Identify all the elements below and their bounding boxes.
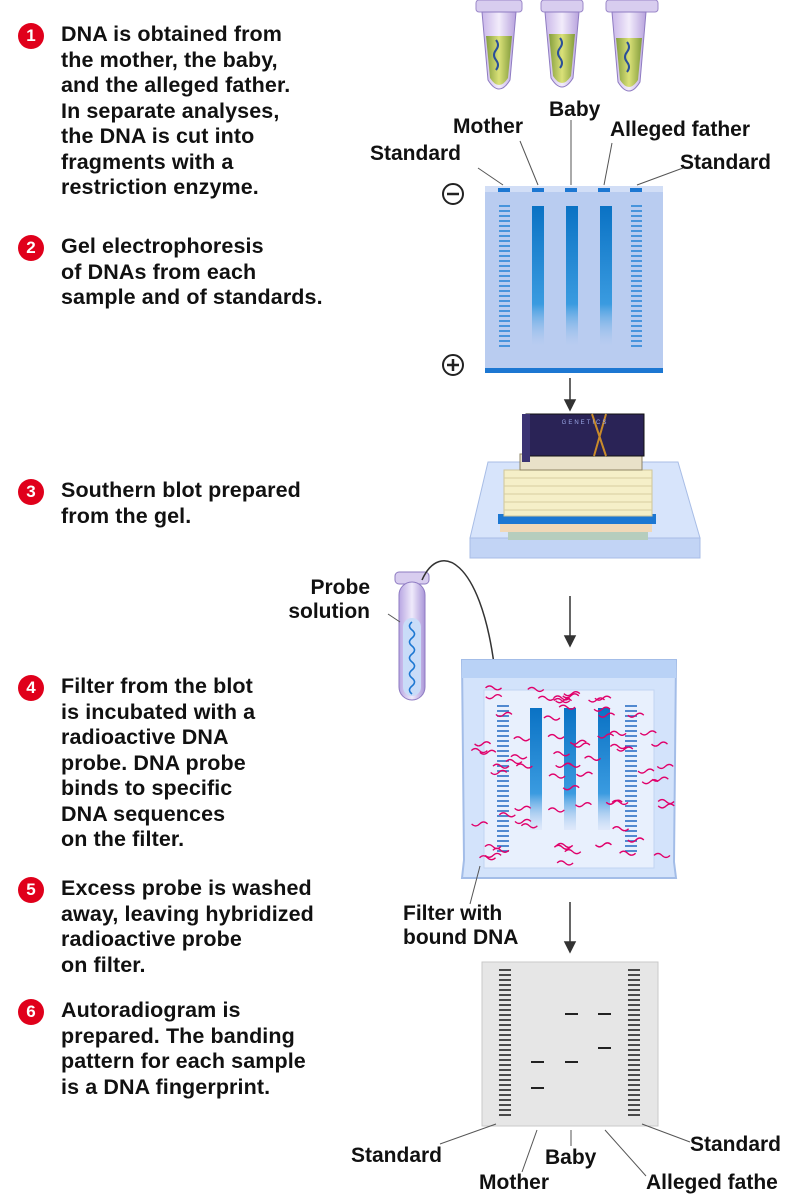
step-4: 4 Filter from the blot is incubated with… bbox=[18, 674, 398, 853]
gel-label-baby: Baby bbox=[549, 98, 601, 121]
step-2: 2 Gel electrophoresis of DNAs from each … bbox=[18, 234, 398, 311]
autoradiogram bbox=[481, 961, 659, 1127]
probe-label-leader bbox=[387, 613, 401, 623]
step-1: 1 DNA is obtained from the mother, the b… bbox=[18, 22, 398, 201]
step-6-text: Autoradiogram is prepared. The banding p… bbox=[61, 998, 306, 1099]
southern-blot-apparatus: GENETICS bbox=[469, 413, 701, 559]
gel-label-alleged-father: Alleged father bbox=[610, 118, 751, 141]
step-3-text: Southern blot prepared from the gel. bbox=[61, 478, 301, 528]
autorad-bands bbox=[531, 1013, 611, 1089]
gel-lane-mother bbox=[532, 206, 544, 346]
step-number-2: 2 bbox=[18, 235, 44, 261]
autorad-label-baby: Baby bbox=[545, 1146, 597, 1169]
positive-electrode-icon bbox=[442, 354, 464, 376]
autorad-label-mother: Mother bbox=[479, 1171, 549, 1194]
gel-lane-baby bbox=[566, 206, 578, 346]
gel-label-leaders bbox=[477, 120, 684, 186]
gel-lane-standard-right bbox=[631, 205, 642, 347]
filter-label: Filter with bound DNA bbox=[403, 902, 519, 949]
probe-transfer-arrow bbox=[421, 560, 495, 665]
gel-lane-standard-left bbox=[499, 205, 510, 347]
autorad-label-standard-left: Standard bbox=[351, 1144, 443, 1167]
probe-solution-label: Probe solution bbox=[288, 576, 370, 623]
tube-baby bbox=[540, 0, 584, 88]
tube-mother bbox=[475, 0, 523, 90]
step-number-5: 5 bbox=[18, 877, 44, 903]
electrophoresis-gel bbox=[485, 186, 663, 373]
autorad-label-standard-right: Standard bbox=[690, 1133, 782, 1156]
autorad-standard-right bbox=[628, 969, 640, 1116]
sample-tubes bbox=[475, 0, 659, 92]
probe-solution-tube bbox=[394, 571, 430, 701]
filter-label-leader bbox=[469, 865, 481, 905]
negative-electrode-icon bbox=[442, 183, 464, 205]
gel-label-mother: Mother bbox=[453, 115, 523, 138]
autorad-label-leaders bbox=[439, 1123, 691, 1177]
gel-lane-alleged-father bbox=[600, 206, 612, 346]
step-number-6: 6 bbox=[18, 999, 44, 1025]
filter-lane-baby bbox=[564, 708, 576, 830]
step-2-text: Gel electrophoresis of DNAs from each sa… bbox=[61, 234, 323, 309]
step-5-text: Excess probe is washed away, leaving hyb… bbox=[61, 876, 314, 977]
probe-strands bbox=[470, 685, 675, 866]
step-4-text: Filter from the blot is incubated with a… bbox=[61, 674, 256, 851]
autorad-label-alleged-father: Alleged fathe bbox=[646, 1171, 778, 1194]
gel-label-standard-right: Standard bbox=[680, 151, 772, 174]
step-number-3: 3 bbox=[18, 479, 44, 505]
step-6: 6 Autoradiogram is prepared. The banding… bbox=[18, 998, 398, 1100]
step-1-text: DNA is obtained from the mother, the bab… bbox=[61, 22, 291, 199]
hybridization-bag bbox=[460, 659, 678, 879]
flow-arrows bbox=[563, 378, 577, 954]
step-number-4: 4 bbox=[18, 675, 44, 701]
step-number-1: 1 bbox=[18, 23, 44, 49]
gel-label-standard-left: Standard bbox=[370, 142, 462, 165]
autorad-standard-left bbox=[499, 969, 511, 1116]
filter-lane-mother bbox=[530, 708, 542, 830]
tube-alleged-father bbox=[605, 0, 659, 92]
book-spine-text: GENETICS bbox=[562, 420, 609, 426]
step-3: 3 Southern blot prepared from the gel. bbox=[18, 478, 398, 529]
step-5: 5 Excess probe is washed away, leaving h… bbox=[18, 876, 398, 978]
filter-lane-alleged-father bbox=[598, 708, 610, 830]
